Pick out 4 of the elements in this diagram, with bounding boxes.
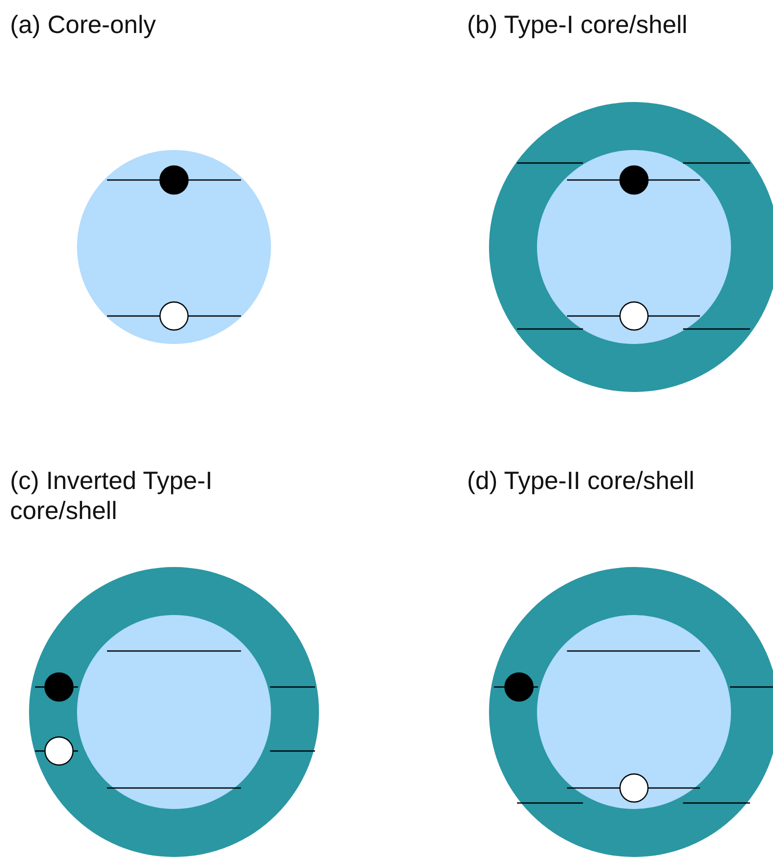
panel-title: (d) Type-II core/shell	[467, 466, 696, 496]
panel-title: (a) Core-only	[10, 10, 157, 40]
panel-title: (c) Inverted Type-I core/shell	[10, 466, 214, 526]
panel-title: (b) Type-I core/shell	[467, 10, 688, 40]
